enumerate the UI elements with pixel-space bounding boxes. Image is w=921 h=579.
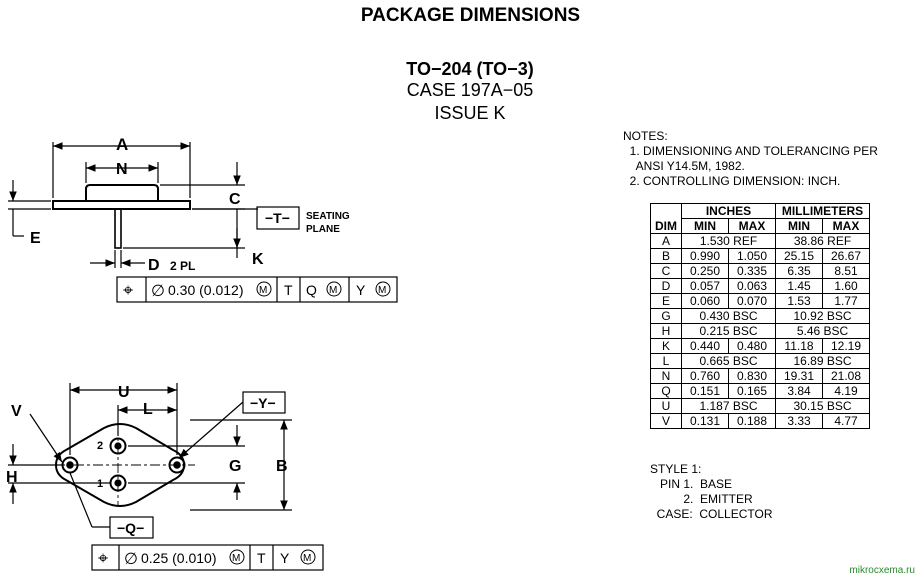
top-datum-T: T: [257, 550, 266, 566]
top-view: [8, 383, 324, 571]
leader-Q: [69, 472, 93, 528]
header-mm-min: MIN: [775, 218, 823, 234]
watermark: mikrocxema.ru: [849, 565, 915, 576]
datum-Y-box: [242, 391, 286, 414]
table-cell: 4.77: [822, 413, 870, 429]
top-fcf-value: 0.25 (0.010): [141, 550, 217, 566]
diameter-symbol: ∅: [151, 283, 165, 300]
label-pin2: 2: [97, 440, 103, 452]
side-view: [8, 142, 398, 303]
label-T-datum: −T−: [265, 210, 290, 226]
label-A: A: [116, 135, 128, 154]
top-fcf: [91, 544, 324, 571]
style-block: STYLE 1: PIN 1. BASE 2. EMITTER CASE: CO…: [650, 462, 773, 521]
label-Q-datum: −Q−: [117, 520, 144, 536]
table-cell: 21.08: [822, 368, 870, 384]
label-plane: PLANE: [306, 224, 340, 235]
label-pin1: 1: [97, 478, 103, 490]
header-mm-max: MAX: [822, 218, 870, 234]
side-pin: [114, 208, 122, 249]
table-cell: 0.151: [681, 383, 729, 399]
table-cell: 0.665 BSC: [681, 353, 776, 369]
side-cap: [85, 184, 159, 201]
side-datum-Q-mod: M: [326, 281, 342, 297]
top-datum-Y-mod: M: [300, 549, 316, 565]
side-flange: [52, 200, 191, 210]
leader-V: [29, 413, 63, 463]
svg-text:M: M: [378, 285, 386, 296]
table-cell: 0.215 BSC: [681, 323, 776, 339]
svg-text:M: M: [303, 553, 311, 564]
label-Y-datum: −Y−: [250, 395, 276, 411]
side-fcf-mod: M: [256, 281, 272, 297]
table-cell: 6.35: [775, 263, 823, 279]
table-cell: 1.050: [728, 248, 776, 264]
side-datum-Y: Y: [356, 282, 366, 298]
header-in-min: MIN: [681, 218, 729, 234]
side-datum-T: T: [284, 282, 293, 298]
label-U: U: [118, 384, 130, 401]
datum-T-box: [256, 206, 300, 230]
label-C: C: [229, 191, 241, 208]
header-mm: MILLIMETERS: [775, 203, 870, 219]
issue-number: ISSUE K: [434, 103, 506, 123]
label-D: D: [148, 257, 160, 274]
page-title: PACKAGE DIMENSIONS: [360, 5, 581, 26]
table-cell: 0.063: [728, 278, 776, 294]
table-cell: 3.33: [775, 413, 823, 429]
table-cell: 0.188: [728, 413, 776, 429]
side-datum-Q: Q: [306, 282, 317, 298]
label-seating: SEATING: [306, 211, 350, 222]
position-symbol: ⌖: [123, 280, 133, 300]
label-V: V: [11, 403, 22, 420]
package-name: TO−204 (TO−3): [406, 59, 534, 79]
label-G: G: [229, 458, 241, 475]
table-cell: 38.86 REF: [775, 233, 870, 249]
table-cell: 0.990: [681, 248, 729, 264]
dimension-table: DIM INCHES MILLIMETERS MIN MAX MIN MAX A…: [650, 203, 870, 429]
label-L: L: [143, 401, 153, 418]
table-cell: 12.19: [822, 338, 870, 354]
datum-Q-box: [109, 516, 154, 539]
label-N: N: [116, 161, 128, 178]
case-number: CASE 197A−05: [406, 80, 534, 100]
label-H: H: [6, 469, 18, 486]
side-datum-Y-mod: M: [375, 281, 391, 297]
note-1: 1. DIMENSIONING AND TOLERANCING PER ANSI…: [629, 144, 878, 173]
side-fcf-value: 0.30 (0.012): [168, 282, 244, 298]
table-cell: 0.480: [728, 338, 776, 354]
label-D-note: 2 PL: [170, 259, 195, 273]
notes-block: NOTES: 1. DIMENSIONING AND TOLERANCING P…: [623, 129, 878, 189]
top-position-symbol: ⌖: [98, 548, 108, 568]
table-cell: 0.830: [728, 368, 776, 384]
svg-text:M: M: [232, 553, 240, 564]
label-B: B: [276, 458, 288, 475]
svg-text:M: M: [329, 285, 337, 296]
leader-Y: [178, 401, 244, 459]
label-E: E: [30, 230, 41, 247]
top-fcf-mod: M: [229, 549, 245, 565]
note-2: 2. CONTROLLING DIMENSION: INCH.: [629, 174, 841, 188]
table-cell: 16.89 BSC: [775, 353, 870, 369]
table-cell: 0.057: [681, 278, 729, 294]
notes-heading: NOTES:: [623, 129, 668, 143]
top-diameter-symbol: ∅: [124, 551, 138, 568]
side-fcf: [116, 276, 398, 303]
label-K: K: [252, 251, 264, 268]
top-datum-Y: Y: [280, 550, 290, 566]
table-cell: 19.31: [775, 368, 823, 384]
svg-text:M: M: [259, 285, 267, 296]
